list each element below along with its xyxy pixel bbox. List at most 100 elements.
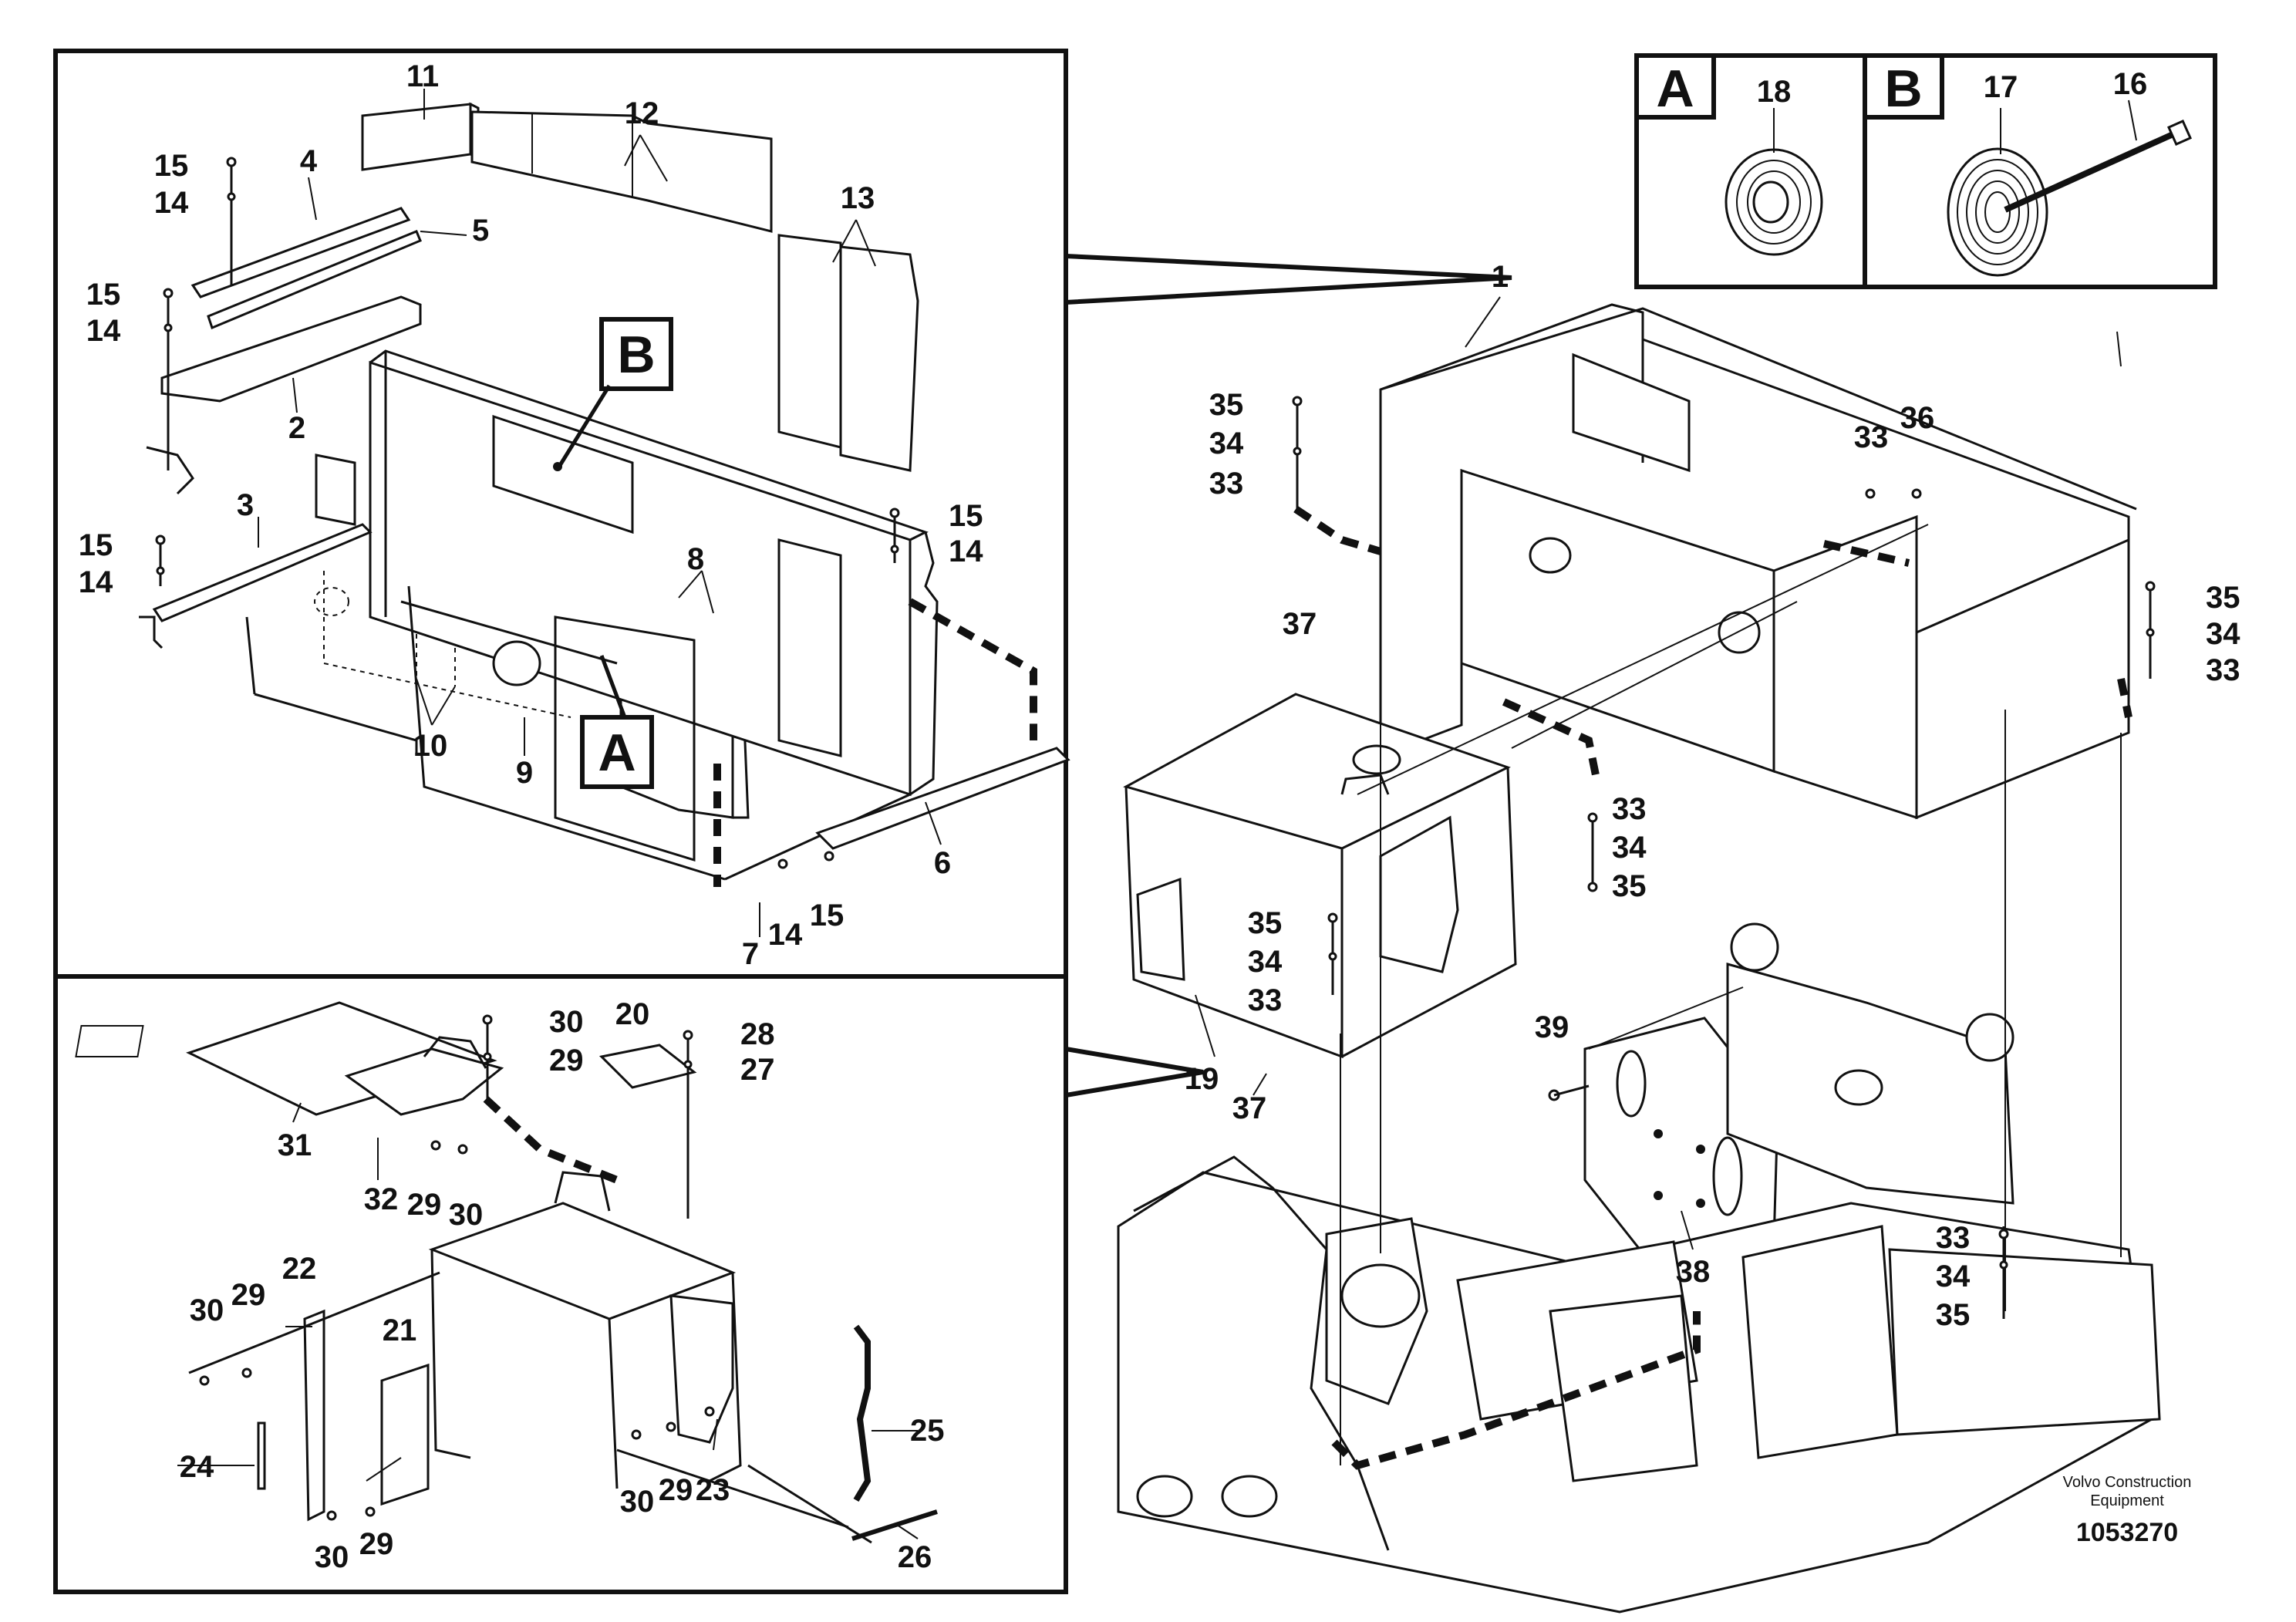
cable-25 [853, 1324, 872, 1502]
bracket-4 [190, 207, 411, 298]
fasteners-main [1292, 396, 2156, 1319]
plate-2 [160, 295, 422, 403]
cover-20 [598, 1044, 697, 1089]
label-part-32: 32 [364, 1182, 399, 1216]
bracket-22 [303, 1309, 325, 1522]
label-part-15-d: 15 [949, 499, 983, 533]
label-part-6: 6 [934, 846, 951, 880]
label-part-4: 4 [300, 144, 318, 178]
main-dash-3 [1502, 698, 1600, 780]
callout-a-upper-text: A [598, 723, 636, 782]
seal-disc-17-illustration [1947, 147, 2048, 277]
callout-b-upper-text: B [617, 325, 655, 384]
label-part-30-e: 30 [315, 1540, 349, 1574]
label-part-35-c: 35 [1612, 869, 1647, 903]
guide-lines-main [1340, 524, 2122, 1465]
callout-b-inset-text: B [1884, 59, 1922, 118]
label-part-34-a: 34 [1209, 427, 1244, 460]
rail-6 [815, 747, 1070, 850]
label-part-30-c: 30 [190, 1293, 224, 1327]
strip-24 [257, 1421, 266, 1490]
grommet-18-illustration [1725, 148, 1823, 256]
label-part-24: 24 [180, 1450, 214, 1484]
label-part-2: 2 [288, 411, 305, 445]
label-part-13: 13 [841, 181, 875, 215]
label-part-14-c: 14 [79, 565, 113, 599]
label-part-1: 1 [1492, 260, 1509, 294]
label-part-35-a: 35 [1209, 388, 1244, 422]
label-part-14-d: 14 [949, 534, 983, 568]
label-part-29-e: 29 [359, 1527, 394, 1561]
strip-26 [851, 1509, 938, 1541]
support-frame-lower [428, 1171, 742, 1489]
box-frame-19 [1123, 693, 1517, 1059]
label-part-33-b: 33 [1854, 420, 1889, 454]
label-part-9: 9 [516, 756, 533, 790]
main-dash-5 [1331, 1311, 1701, 1470]
label-part-33-d: 33 [1612, 792, 1647, 826]
label-part-29-c: 29 [231, 1278, 266, 1312]
label-part-37-b: 37 [1232, 1091, 1267, 1125]
label-part-35-b: 35 [2206, 581, 2240, 615]
label-part-34-c: 34 [1612, 831, 1647, 865]
label-part-33-f: 33 [1936, 1221, 1971, 1255]
label-part-7: 7 [742, 937, 759, 971]
panel-11 [361, 102, 480, 171]
label-part-3: 3 [237, 488, 254, 522]
label-part-29-b: 29 [407, 1188, 442, 1222]
part-labels: 11 12 13 4 5 2 3 8 10 9 6 7 14 15 15 14 … [79, 59, 2240, 1574]
lower-left-detail-frame [53, 974, 1068, 1594]
label-part-30-a: 30 [549, 1005, 584, 1039]
label-part-14-a: 14 [154, 186, 189, 220]
main-dash-4 [2117, 678, 2132, 718]
label-part-26: 26 [898, 1540, 932, 1574]
label-part-20: 20 [615, 997, 650, 1031]
label-part-34-b: 34 [2206, 617, 2240, 651]
label-part-29-a: 29 [549, 1044, 584, 1077]
label-part-22: 22 [282, 1252, 317, 1286]
label-part-34-e: 34 [1936, 1259, 1971, 1293]
leader-lower-frame [1065, 1047, 1204, 1098]
label-part-15-b: 15 [86, 278, 121, 312]
drawing-number: 1053270 [2076, 1518, 2178, 1547]
label-part-36: 36 [1900, 401, 1935, 435]
plate-21 [380, 1363, 430, 1506]
label-part-25: 25 [910, 1414, 945, 1448]
label-part-15-c: 15 [79, 528, 113, 562]
panel-12 [470, 110, 773, 233]
callout-box-a-inset [1634, 53, 1716, 120]
callout-box-b-inset [1863, 53, 1944, 120]
panel-13 [777, 234, 919, 472]
brand-line-1: Volvo Construction [2063, 1474, 2192, 1491]
undercarriage-frame [1117, 922, 2161, 1614]
label-part-39: 39 [1535, 1010, 1569, 1044]
label-part-30-b: 30 [449, 1198, 484, 1232]
label-part-16: 16 [2113, 67, 2148, 101]
label-part-19: 19 [1185, 1062, 1219, 1096]
cover-32 [344, 1036, 504, 1116]
label-leaders [177, 89, 2122, 1539]
fasteners-upper [155, 157, 900, 869]
footer-brand: Volvo Construction Equipment 1053270 [2063, 1474, 2192, 1547]
fasteners-lower [199, 1014, 715, 1521]
label-part-14-b: 14 [86, 314, 121, 348]
assembly-path-upper-1 [908, 598, 1037, 740]
label-part-23: 23 [696, 1473, 730, 1507]
label-part-35-d: 35 [1248, 906, 1283, 940]
label-part-21: 21 [383, 1313, 417, 1347]
label-part-18: 18 [1757, 75, 1792, 109]
label-part-27: 27 [740, 1053, 775, 1087]
callout-a-inset-text: A [1656, 59, 1694, 118]
label-part-14-upper-bottom: 14 [768, 918, 803, 952]
callout-b-upper: B [557, 317, 673, 468]
label-part-38: 38 [1676, 1255, 1711, 1289]
brand-line-2: Equipment [2090, 1492, 2164, 1509]
main-cab-frame-1 [1379, 303, 2137, 820]
label-part-37-a: 37 [1283, 607, 1317, 641]
bracket-3 [139, 446, 373, 649]
label-part-33-a: 33 [1209, 467, 1244, 501]
label-part-30-d: 30 [620, 1485, 655, 1519]
label-part-15-upper-bottom: 15 [810, 899, 845, 932]
label-part-35-e: 35 [1936, 1298, 1971, 1332]
